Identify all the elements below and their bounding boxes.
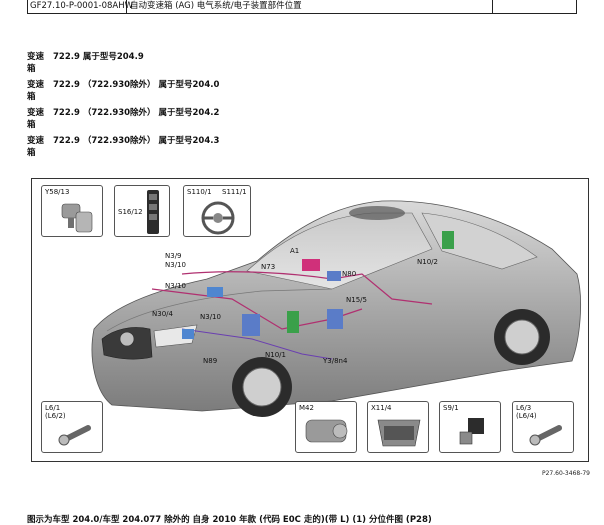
- callout-s16-12: S16/12: [114, 185, 170, 237]
- figure-caption: 图示为车型 204.0/车型 204.077 除外的 自身 2010 年款 (代…: [27, 515, 432, 525]
- applicability-item: 变速 箱 722.9 （722.930除外） 属于型号204.2: [27, 108, 220, 130]
- label-n3-10: N3/10: [200, 313, 221, 321]
- figure-reference: P27.60-3468-79: [541, 470, 590, 477]
- callout-x11-4: X11/4: [367, 401, 429, 453]
- switch-panel-icon: [147, 190, 159, 234]
- label-n80: N80: [342, 270, 357, 278]
- label-n15-5: N15/5: [346, 296, 367, 304]
- steering-wheel-icon: [201, 201, 235, 235]
- callout-l6-1: L6/1 (L6/2): [41, 401, 103, 453]
- doc-title: 自动变速箱 (AG) 电气系统/电子装置部件位置: [127, 0, 493, 13]
- applicability-list: 变速 箱 722.9 属于型号204.9 变速 箱 722.9 （722.930…: [27, 52, 287, 164]
- diagnostic-connector-icon: [377, 419, 421, 447]
- header-extra-cell: [493, 0, 576, 13]
- label-n30-4: N30/4: [152, 310, 173, 318]
- label-n3-10: N3/10: [165, 261, 186, 269]
- shift-lever-icon: [61, 203, 93, 233]
- callout-s110-s111: S110/1 S111/1: [183, 185, 251, 237]
- applicability-item: 变速 箱 722.9 （722.930除外） 属于型号204.0: [27, 80, 220, 102]
- label-n3-10: N3/10: [165, 282, 186, 290]
- label-n10-1: N10/1: [265, 351, 286, 359]
- callout-y58-13: Y58/13: [41, 185, 103, 237]
- label-a1: A1: [290, 247, 300, 255]
- callout-l6-3: L6/3 (L6/4): [512, 401, 574, 453]
- label-n3-9: N3/9: [165, 252, 182, 260]
- speed-sensor-icon: [58, 425, 91, 446]
- speed-sensor-icon: [529, 425, 562, 446]
- applicability-item: 变速 箱 722.9 属于型号204.9: [27, 52, 144, 74]
- label-n89: N89: [203, 357, 218, 365]
- label-y3-8n4: Y3/8n4: [323, 357, 348, 365]
- callout-s9-1: S9/1: [439, 401, 501, 453]
- car-illustration: [91, 200, 581, 417]
- component-location-figure: Y58/13 S16/12 S110/1 S111/1 L6/1 (L6/2): [31, 178, 589, 462]
- callout-m42: M42: [295, 401, 357, 453]
- applicability-item: 变速 箱 722.9 （722.930除外） 属于型号204.3: [27, 136, 220, 158]
- label-n10-2: N10/2: [417, 258, 438, 266]
- pump-icon: [305, 419, 348, 443]
- doc-id: GF27.10-P-0001-08AHW: [30, 0, 134, 13]
- label-n73: N73: [261, 263, 276, 271]
- header-table: GF27.10-P-0001-08AHW 自动变速箱 (AG) 电气系统/电子装…: [27, 0, 577, 14]
- brake-switch-icon: [459, 418, 484, 445]
